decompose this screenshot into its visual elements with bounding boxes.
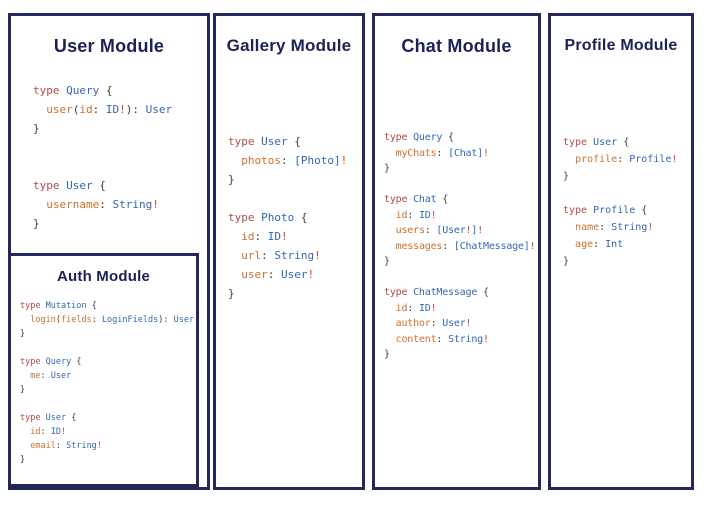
gallery-module-panel: Gallery Module type User { photos: [Phot… (213, 13, 365, 490)
gallery-module-code: type User { photos: [Photo]!}type Photo … (228, 135, 348, 300)
chat-module-panel: Chat Module type Query { myChats: [Chat]… (372, 13, 541, 490)
gallery-module-title: Gallery Module (226, 36, 352, 55)
auth-module-panel: Auth Module type Mutation { login(fields… (8, 253, 199, 487)
user-module-code: type Query { user(id: ID!): User}type Us… (33, 84, 173, 230)
auth-module-code: type Mutation { login(fields: LoginField… (20, 301, 195, 465)
auth-module-title: Auth Module (56, 268, 150, 285)
profile-module-panel: Profile Module type User { profile: Prof… (548, 13, 694, 490)
chat-module-code: type Query { myChats: [Chat]!}type Chat … (384, 132, 536, 360)
profile-module-code: type User { profile: Profile!}type Profi… (563, 137, 678, 267)
chat-module-title: Chat Module (401, 36, 512, 56)
profile-module-title: Profile Module (564, 37, 678, 54)
user-module-title: User Module (53, 36, 165, 56)
